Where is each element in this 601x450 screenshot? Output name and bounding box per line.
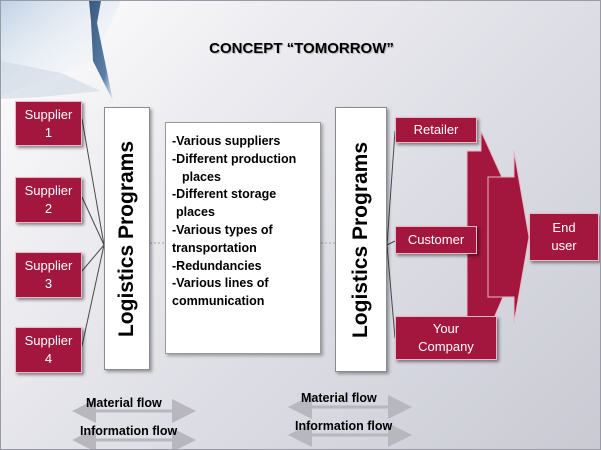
flow-arrow-to-end-user bbox=[487, 150, 530, 324]
supplier-box-3: Supplier 3 bbox=[15, 252, 82, 298]
end-user-label: End user bbox=[551, 220, 577, 253]
retailer-label: Retailer bbox=[413, 122, 459, 137]
list-item: -Different storage bbox=[172, 187, 277, 202]
material-flow-label-right: Material flow bbox=[301, 391, 377, 405]
your-company-box: Your Company bbox=[395, 316, 497, 360]
supplier-label: Supplier 2 bbox=[24, 183, 73, 216]
information-flow-label-right: Information flow bbox=[295, 419, 393, 433]
list-item: transportation bbox=[172, 240, 257, 255]
supplier-label: Supplier 3 bbox=[24, 258, 73, 291]
material-flow-label-left: Material flow bbox=[86, 396, 162, 410]
retailer-box: Retailer bbox=[395, 117, 477, 143]
center-list-box: -Various suppliers -Different production… bbox=[165, 122, 321, 354]
supplier-label: Supplier 1 bbox=[24, 106, 73, 140]
list-item: -Various types of bbox=[172, 222, 273, 237]
logistics-programs-label: Logistics Programs bbox=[349, 141, 372, 338]
logistics-programs-left: Logistics Programs bbox=[104, 107, 150, 370]
supplier-label: Supplier 4 bbox=[24, 333, 73, 366]
list-item: -Different production bbox=[172, 151, 297, 166]
supplier-box-4: Supplier 4 bbox=[15, 327, 82, 373]
list-item: -Various lines of bbox=[172, 276, 269, 291]
list-item: -Redundancies bbox=[172, 258, 262, 273]
output-connectors bbox=[386, 130, 396, 339]
flow-arrows bbox=[72, 395, 412, 449]
information-flow-label-left: Information flow bbox=[80, 424, 178, 438]
page-title: CONCEPT “TOMORROW” bbox=[209, 40, 394, 57]
supplier-connectors bbox=[81, 118, 105, 347]
supplier-box-1: Supplier 1 bbox=[15, 101, 82, 146]
customer-box: Customer bbox=[395, 226, 477, 254]
list-item: places bbox=[182, 169, 221, 184]
customer-label: Customer bbox=[407, 232, 465, 247]
list-item: -Various suppliers bbox=[172, 134, 281, 148]
list-item: places bbox=[176, 205, 215, 220]
logistics-programs-right: Logistics Programs bbox=[335, 107, 387, 372]
your-company-label: Your Company bbox=[418, 321, 474, 354]
supplier-box-2: Supplier 2 bbox=[15, 177, 82, 223]
end-user-box: End user bbox=[529, 213, 599, 261]
list-item: communication bbox=[172, 294, 265, 309]
logistics-programs-label: Logistics Programs bbox=[115, 140, 138, 337]
